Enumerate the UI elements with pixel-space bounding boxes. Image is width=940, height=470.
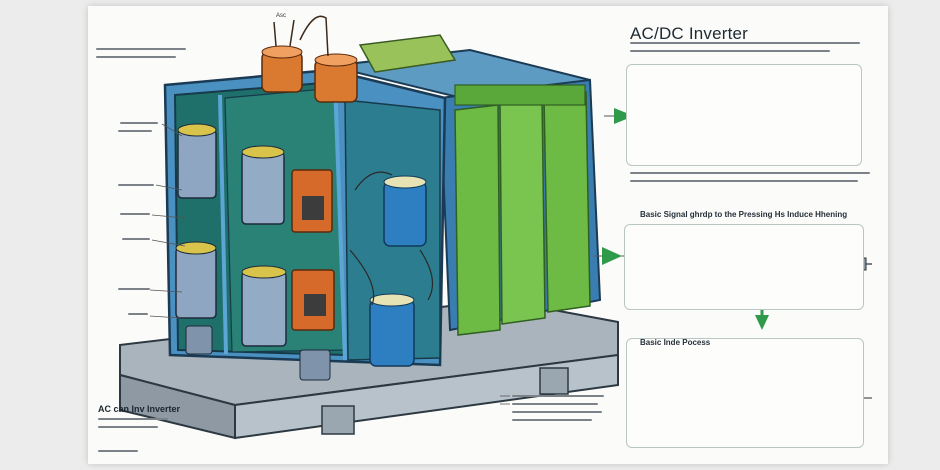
annotation-line xyxy=(630,180,858,182)
annotation-line xyxy=(98,450,138,452)
annotation-line xyxy=(122,238,150,240)
annotation-line xyxy=(118,184,154,186)
right-arrow-icon xyxy=(594,247,624,265)
annotation-line xyxy=(512,419,592,421)
bottom-callout-lines xyxy=(500,395,510,405)
orange-relays xyxy=(291,169,335,331)
annotation-line xyxy=(96,48,186,50)
page-title: AC/DC Inverter xyxy=(630,24,749,43)
annotation-line xyxy=(118,288,150,290)
annotation-line xyxy=(120,213,150,215)
annotation-line xyxy=(96,56,176,58)
capacitor-column-left xyxy=(175,123,217,355)
annotation-line xyxy=(98,418,168,420)
panel2-heading: Basic Signal ghrdp to the Pressing Hs In… xyxy=(640,210,848,219)
signal-panel-2 xyxy=(624,224,864,310)
left-callouts xyxy=(149,123,186,319)
annotation-line xyxy=(98,426,158,428)
annotation-line xyxy=(630,42,860,44)
annotation-line xyxy=(120,122,158,124)
annotation-line xyxy=(512,411,602,413)
signal-panel-3 xyxy=(626,338,864,448)
annotation-line xyxy=(630,50,830,52)
annotation-line xyxy=(118,130,152,132)
illustration-caption: AC can Inv Inverter xyxy=(98,404,181,414)
top-capacitors xyxy=(261,15,358,103)
signal-panel-1 xyxy=(626,64,862,166)
annotation-line xyxy=(512,403,598,405)
capacitor-column-middle xyxy=(241,145,331,381)
annotation-line xyxy=(512,395,604,397)
annotation-line xyxy=(630,172,870,174)
panel3-heading: Basic Inde Pocess xyxy=(640,338,711,347)
wires xyxy=(349,171,434,306)
annotation-line xyxy=(128,313,148,315)
top-label: Asc xyxy=(276,13,286,19)
down-arrow-icon xyxy=(755,310,769,330)
top-module xyxy=(358,34,457,73)
blue-capacitors xyxy=(369,175,427,367)
